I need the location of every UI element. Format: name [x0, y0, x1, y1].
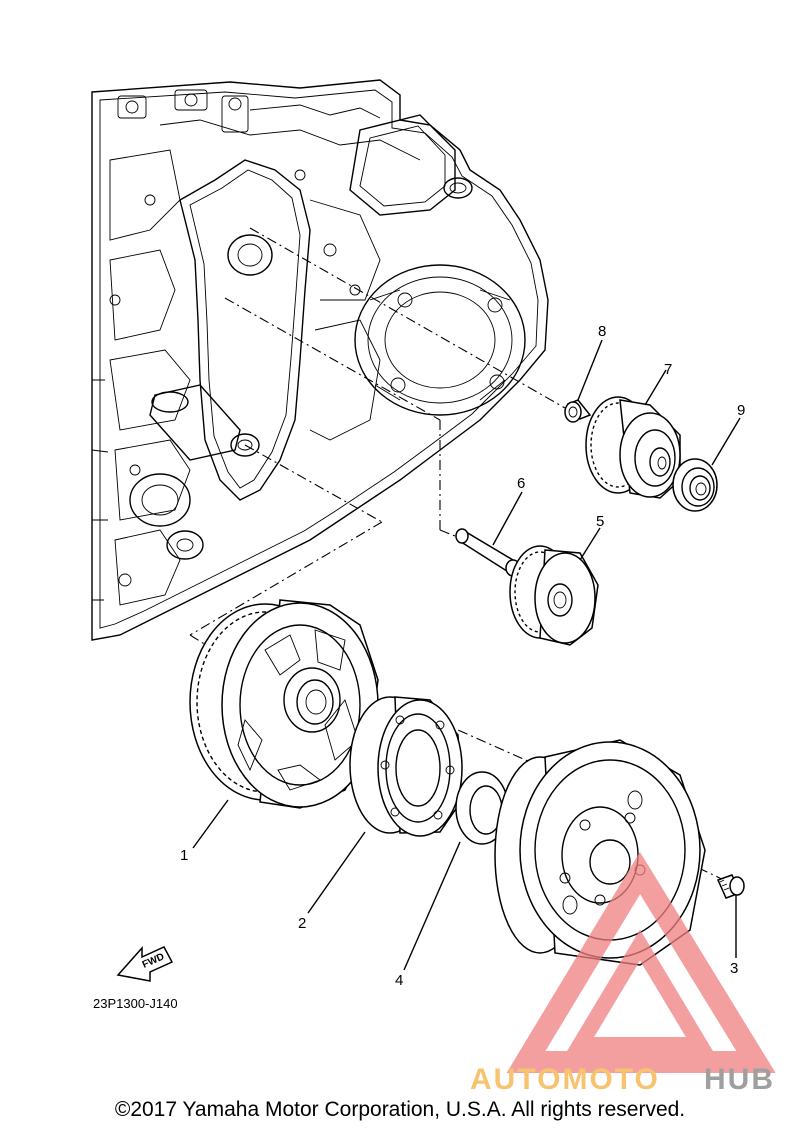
callout-7: 7: [664, 361, 672, 378]
part-6-shaft: [455, 528, 521, 577]
callout-8: 8: [598, 323, 606, 340]
part-5-idle-gear: [509, 545, 599, 646]
assembly-centerlines: [189, 227, 729, 883]
callout-5: 5: [596, 513, 604, 530]
callout-numbers: 8 7 9 6 5 1 2 4 3: [180, 323, 745, 989]
callout-4: 4: [395, 972, 403, 989]
callout-6: 6: [517, 475, 525, 492]
part-3-bolt: [716, 874, 745, 899]
watermark-logo: AUTOMOTO HUB: [470, 851, 776, 1096]
callout-9: 9: [737, 402, 745, 419]
callout-2: 2: [298, 915, 306, 932]
part-7-idle-gear: [585, 396, 681, 499]
watermark-word-light: AUTOMOTO: [470, 1063, 660, 1096]
crankcase-outline: [91, 79, 549, 641]
fwd-arrow-icon: [116, 946, 174, 982]
part-2-starter-clutch: [349, 696, 463, 837]
callout-3: 3: [730, 960, 738, 977]
diagram-code: 23P1300-J140: [93, 996, 178, 1011]
part-1-starter-wheel-gear: [189, 599, 379, 809]
copyright-notice: ©2017 Yamaha Motor Corporation, U.S.A. A…: [114, 1098, 686, 1121]
part-9-bearing: [672, 458, 718, 512]
callout-1: 1: [180, 847, 188, 864]
callout-leaders: [192, 339, 741, 971]
part-8-bushing: [564, 399, 592, 423]
watermark-word-dark: HUB: [704, 1063, 775, 1096]
